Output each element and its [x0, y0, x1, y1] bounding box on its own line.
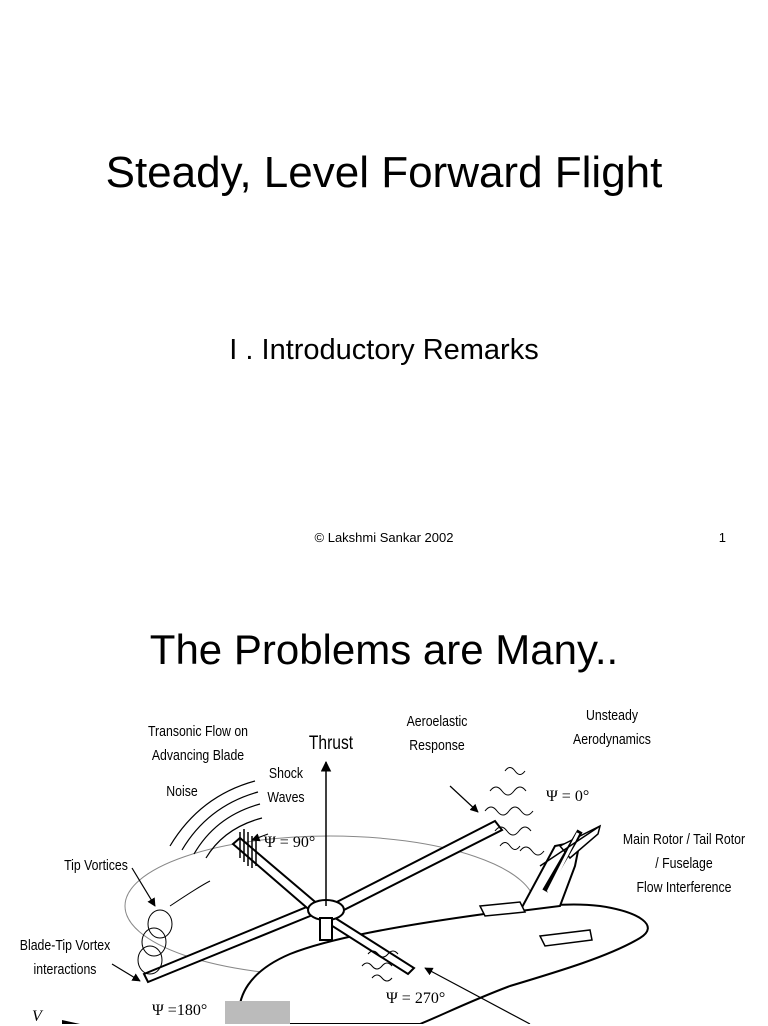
- retreating-turbulence: [361, 950, 399, 982]
- tail-rotor-blade-b: [539, 825, 601, 867]
- shock-waves-hatch: [239, 829, 257, 868]
- slide-2-title: The Problems are Many..: [149, 626, 619, 673]
- thrust-label: Thrust: [308, 733, 354, 754]
- blade-tip-vortex-arrow: [111, 963, 141, 982]
- psi90-arrow: [251, 833, 269, 842]
- slide-1-footer: © Lakshmi Sankar 2002: [314, 530, 454, 545]
- tip-vortex-coil: [137, 880, 211, 975]
- tip-vortices-arrow: [131, 867, 156, 907]
- fuselage-body: [238, 903, 649, 1024]
- blade-tip-vortex-label: Blade-Tip Vortex interactions: [19, 937, 111, 978]
- shaded-region: [225, 1001, 290, 1024]
- helicopter-diagram: [62, 760, 649, 1024]
- interference-label: Main Rotor / Tail Rotor / Fuselage Flow …: [622, 831, 746, 896]
- aeroelastic-label: Aeroelastic Response: [406, 713, 468, 754]
- psi-0-label: Ψ = 0°: [546, 788, 590, 805]
- interference-arrow: [424, 967, 531, 1024]
- psi-270-label: Ψ = 270°: [386, 990, 446, 1007]
- unsteady-label: Unsteady Aerodynamics: [573, 707, 651, 748]
- slide-1-subtitle: I . Introductory Remarks: [229, 334, 539, 366]
- transonic-label: Transonic Flow on Advancing Blade: [147, 723, 249, 764]
- noise-label: Noise: [166, 783, 198, 800]
- slide-2: The Problems are Many..: [0, 576, 768, 1025]
- tip-vortices-label: Tip Vortices: [64, 857, 128, 874]
- aeroelastic-arrow: [449, 785, 479, 813]
- tail-rotor-blade-a-inner: [546, 832, 580, 893]
- noise-arcs: [169, 780, 263, 859]
- aeroelastic-wake: [484, 767, 545, 856]
- slide-1-title: Steady, Level Forward Flight: [105, 148, 663, 197]
- slide-1-page-number: 1: [718, 530, 726, 545]
- slide-1: Steady, Level Forward Flight I . Introdu…: [105, 148, 726, 545]
- horizontal-stabilizer: [478, 901, 527, 917]
- psi-180-label: Ψ =180°: [152, 1002, 208, 1019]
- velocity-label: V: [32, 1008, 42, 1025]
- velocity-arrowhead: [62, 1020, 80, 1024]
- shock-waves-label: Shock Waves: [267, 765, 305, 806]
- stabilizer-right: [538, 929, 593, 947]
- psi-90-label: Ψ = 90°: [264, 834, 316, 851]
- rotor-mast: [319, 917, 333, 941]
